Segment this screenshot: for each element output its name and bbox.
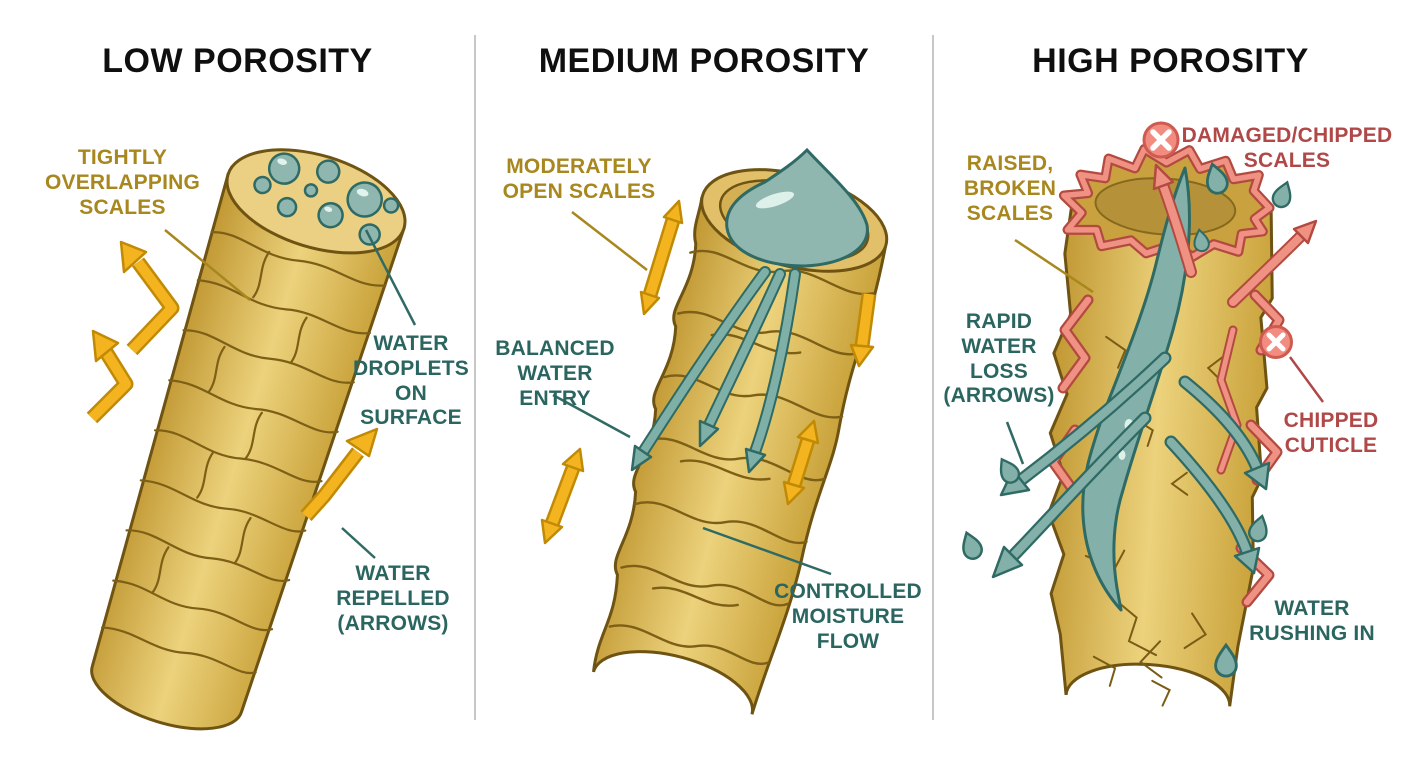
annotation-line-chipped [1288, 356, 1325, 403]
annotation-line-droplets [364, 229, 417, 326]
balanced-water-entry-arrows [630, 266, 801, 474]
label-balanced-water-entry: BALANCED WATER ENTRY [495, 337, 615, 410]
rapid-water-loss-arrows [991, 351, 1271, 579]
label-water-repelled: WATER REPELLED (ARROWS) [336, 562, 450, 635]
label-raised-broken-scales: RAISED, BROKEN SCALES [963, 152, 1057, 225]
label-tightly-overlapping-scales: TIGHTLY OVERLAPPING SCALES [44, 146, 201, 219]
label-water-droplets-on-surface: WATER DROPLETS ON SURFACE [353, 332, 469, 430]
annotation-line-flow [702, 526, 832, 576]
hair-shaft-low [90, 148, 407, 731]
annotation-line-water-loss [1005, 421, 1025, 465]
tight-scale-lines [100, 231, 387, 675]
annotation-line-scales [164, 229, 251, 301]
panel-divider [474, 35, 476, 720]
annotation-line-open-scales [571, 211, 648, 271]
crack-lines [1084, 335, 1227, 707]
annotation-line-repelled [341, 527, 376, 559]
damaged-scale-arrows [1152, 163, 1318, 308]
panel-title-low: LOW POROSITY [102, 42, 373, 80]
label-controlled-moisture-flow: CONTROLLED MOISTURE FLOW [774, 580, 922, 653]
water-repelled-arrows [86, 240, 379, 522]
label-chipped-cuticle: CHIPPED CUTICLE [1283, 409, 1379, 457]
panel-title-high: HIGH POROSITY [1032, 42, 1309, 80]
panel-title-medium: MEDIUM POROSITY [538, 42, 870, 80]
water-drop-entering [725, 147, 869, 268]
annotation-line-entry [552, 393, 631, 439]
escaping-droplets [962, 161, 1292, 678]
label-water-rushing-in: WATER RUSHING IN [1249, 597, 1375, 645]
label-damaged-chipped-scales: DAMAGED/CHIPPED SCALES [1181, 124, 1393, 172]
x-circle-icon [1142, 121, 1180, 159]
x-circle-icon [1259, 325, 1293, 359]
annotation-line-broken-scales [1014, 238, 1094, 294]
medium-porosity-illustration [540, 147, 889, 715]
panel-divider [932, 35, 934, 720]
label-rapid-water-loss: RAPID WATER LOSS (ARROWS) [943, 310, 1055, 408]
low-porosity-illustration [86, 148, 417, 731]
water-droplets-on-surface [253, 152, 400, 246]
high-porosity-illustration [962, 121, 1325, 707]
controlled-flow-arrows [540, 199, 877, 545]
label-moderately-open-scales: MODERATELY OPEN SCALES [502, 155, 656, 203]
